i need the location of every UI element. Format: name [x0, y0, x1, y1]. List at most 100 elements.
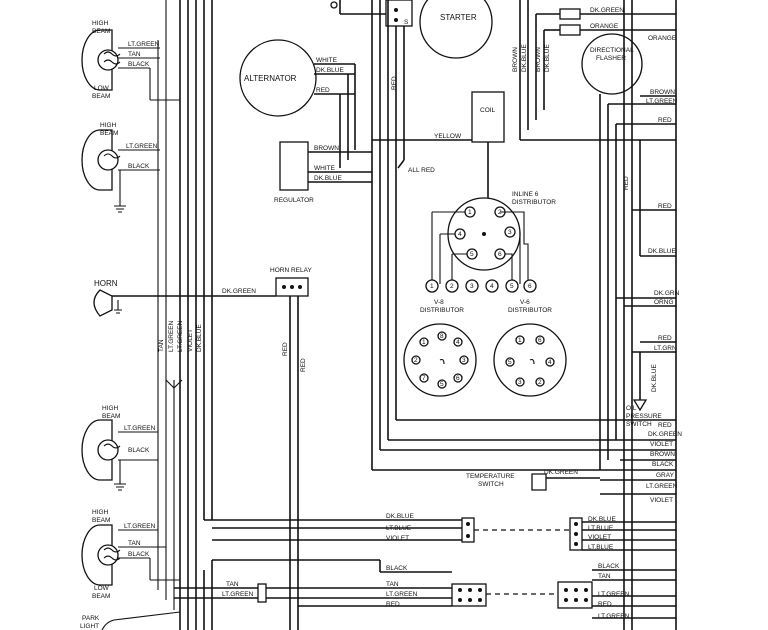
row-number: 4: [490, 283, 494, 290]
regulator-label: REGULATOR: [274, 197, 314, 204]
flasher-vertical-label: BROWN: [535, 47, 542, 72]
headlamp-wire-label: BLACK: [128, 551, 150, 558]
v8-number: 6: [456, 375, 460, 382]
regulator-wire-label: BROWN: [314, 145, 339, 152]
park-light-label: LIGHT: [80, 623, 99, 630]
connector-label: LT.GREEN: [598, 613, 630, 620]
bundle-label: VIOLET: [187, 329, 194, 352]
v8-number: 4: [456, 339, 460, 346]
horn-wire-label: DK.GREEN: [222, 288, 256, 295]
regulator-wire-label: DK.BLUE: [314, 175, 342, 182]
connector-label: LT.BLUE: [588, 525, 614, 532]
inline6-number: 5: [470, 251, 474, 258]
headlamp-wire-label: LT.GREEN: [128, 41, 160, 48]
red-vertical-label: RED: [391, 76, 398, 90]
v8-number: 2: [414, 357, 418, 364]
v8-number: 5: [440, 381, 444, 388]
right-edge-label: RED: [658, 335, 672, 342]
bundle-label: LT.GREEN: [177, 320, 184, 352]
bundle-label: DK.BLUE: [196, 324, 203, 352]
flasher-vertical-label: DK.BLUE: [544, 44, 551, 72]
inline6-number: 3: [508, 229, 512, 236]
row-number: 1: [430, 283, 434, 290]
headlamp-wire-label: LT.GREEN: [126, 143, 158, 150]
v8-distributor: V-8 DISTRIBUTOR 1 8 4 3 6 5 7 2: [403, 299, 477, 397]
ground-symbol: [114, 205, 126, 213]
connector-label: TAN: [598, 573, 611, 580]
temperature-switch: TEMPERATURE SWITCH DK.GREEN: [466, 469, 600, 491]
headlamp-wire-label: TAN: [128, 540, 141, 547]
right-edge-label: LT.GREEN: [646, 483, 678, 490]
horn-label: HORN: [94, 279, 118, 288]
alternator-wire-label: DK.BLUE: [316, 67, 344, 74]
connector-label: VIOLET: [386, 535, 409, 542]
headlamp-top-label: HIGH: [92, 20, 109, 27]
right-edge-label: VIOLET: [650, 441, 673, 448]
right-edge-label: BROWN: [650, 89, 675, 96]
left-harness: [157, 0, 213, 630]
headlamp-wire-label: BLACK: [128, 163, 150, 170]
headlamp-top-label: HIGH: [102, 405, 119, 412]
v8-label: DISTRIBUTOR: [420, 307, 464, 314]
connector-label: VIOLET: [588, 534, 611, 541]
temp-dk-green-label: DK.GREEN: [544, 469, 578, 476]
flasher-label: DIRECTIONAL: [590, 47, 634, 54]
v8-label: V-8: [434, 299, 444, 306]
horn-relay-wire-label: RED: [300, 358, 307, 372]
headlamp-1: HIGH BEAM LOW BEAM LT.GREEN TAN BLACK: [81, 20, 180, 101]
yellow-wire-label: YELLOW: [434, 133, 462, 140]
headlamp-top-label: HIGH: [92, 509, 109, 516]
right-edge-label: VIOLET: [650, 497, 673, 504]
v8-number: 3: [462, 357, 466, 364]
bottom-harness-upper: DK.BLUE LT.BLUE VIOLET DK.BLUE LT.BLUE V…: [204, 513, 676, 551]
v6-number: 3: [518, 379, 522, 386]
right-edge-label: GRAY: [656, 472, 675, 479]
v6-number: 5: [508, 359, 512, 366]
bundle-label: LT.GREEN: [168, 320, 175, 352]
headlamp-4: HIGH BEAM LOW BEAM LT.GREEN TAN BLACK: [81, 509, 180, 600]
alternator-wire-label: RED: [316, 87, 330, 94]
flasher-vertical-label: DK.BLUE: [521, 44, 528, 72]
v8-number: 1: [422, 339, 426, 346]
horn: HORN DK.GREEN: [93, 279, 276, 317]
connector-label: LT.BLUE: [386, 525, 412, 532]
bottom-harness-lower: TAN LT.GREEN BLACK TAN LT.GREEN RED BLAC…: [174, 559, 676, 630]
v6-distributor: V-6 DISTRIBUTOR 1 6 5 4 3 2: [493, 299, 567, 397]
alternator: ALTERNATOR WHITE DK.BLUE RED: [239, 39, 356, 168]
headlamp-wire-label: BLACK: [128, 447, 150, 454]
v6-label: DISTRIBUTOR: [508, 307, 552, 314]
v6-number: 6: [538, 337, 542, 344]
flasher-vertical-label: BROWN: [512, 47, 519, 72]
bundle-label: TAN: [158, 339, 165, 352]
oil-pressure-switch: DK.BLUE OIL PRESSURE SWITCH RED DK.GREEN…: [600, 352, 682, 504]
v8-number: 8: [440, 333, 444, 340]
headlamp-bottom-label: LOW: [94, 85, 110, 92]
temp-switch-label: TEMPERATURE: [466, 473, 515, 480]
connector-label: TAN: [386, 581, 399, 588]
row-number: 2: [450, 283, 454, 290]
inline6-label: INLINE 6: [512, 191, 539, 198]
ground-symbol: [114, 483, 126, 491]
oil-switch-label: OIL: [626, 405, 637, 412]
right-red-vertical-label: RED: [623, 176, 630, 190]
regulator: REGULATOR BROWN WHITE DK.BLUE: [274, 141, 372, 204]
firing-order-row: 1 2 3 4 5 6: [425, 279, 537, 293]
row-number: 5: [510, 283, 514, 290]
right-edge-label: BLACK: [652, 461, 674, 468]
headlamp-top-label: BEAM: [102, 413, 120, 420]
headlamp-bottom-label: BEAM: [92, 93, 110, 100]
right-edge-label: ORANGE: [648, 35, 677, 42]
connector-label: LT.GREEN: [386, 591, 418, 598]
inline6-number: 1: [468, 209, 472, 216]
right-edge-label: DK.GREEN: [590, 7, 624, 14]
right-edge-label: ORNG: [654, 299, 674, 306]
v8-number: 7: [422, 375, 426, 382]
park-light: PARK LIGHT: [80, 611, 181, 630]
park-light-label: PARK: [82, 615, 100, 622]
starter-label: STARTER: [440, 13, 477, 22]
alternator-wire-label: WHITE: [316, 57, 338, 64]
headlamp-bottom-label: BEAM: [92, 593, 110, 600]
headlamp-top-label: BEAM: [100, 130, 118, 137]
headlamp-top-label: BEAM: [92, 517, 110, 524]
horn-relay-wire-label: RED: [282, 342, 289, 356]
